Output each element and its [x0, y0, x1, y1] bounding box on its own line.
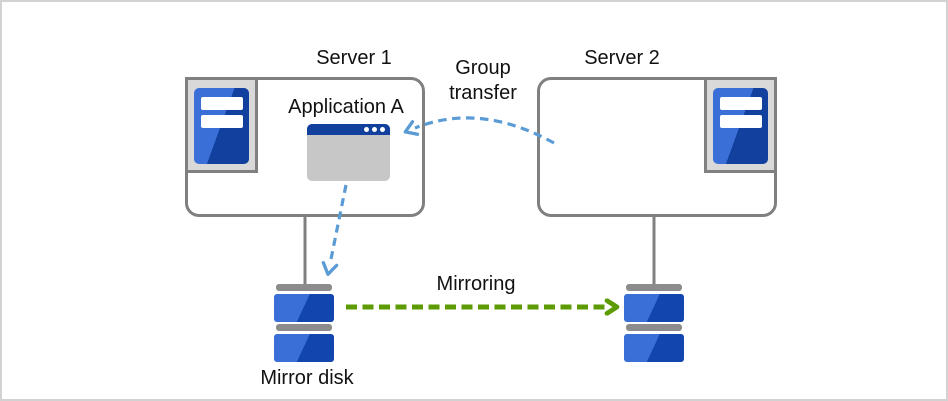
server-drive-slot	[720, 97, 762, 110]
disk-cap	[626, 284, 682, 291]
window-dot	[380, 127, 385, 132]
application-label: Application A	[288, 96, 404, 118]
disk-cap	[276, 324, 332, 331]
disk-platter	[274, 294, 334, 322]
server-tower	[194, 88, 249, 164]
mirroring-label: Mirroring	[436, 273, 516, 295]
window-dot	[364, 127, 369, 132]
mirror-disk-icon-server1	[274, 284, 334, 362]
app-window-titlebar	[307, 124, 390, 135]
server-drive-slot	[201, 115, 243, 128]
mirror-disk-icon-server2	[624, 284, 684, 362]
server2-label: Server 2	[584, 47, 660, 69]
server-drive-slot	[720, 115, 762, 128]
disk-cap	[626, 324, 682, 331]
group-transfer-arrow	[403, 116, 555, 145]
app-window-buttons	[364, 127, 385, 132]
disk-platter	[274, 334, 334, 362]
mirror-disk-label: Mirror disk	[260, 367, 354, 389]
app-window-icon	[307, 124, 390, 181]
server-tower	[713, 88, 768, 164]
disk-cap	[276, 284, 332, 291]
disk-platter	[624, 294, 684, 322]
group-transfer-label: Group transfer	[449, 57, 517, 104]
server1-label: Server 1	[316, 47, 392, 69]
window-dot	[372, 127, 377, 132]
server-drive-slot	[201, 97, 243, 110]
tower-server-icon	[185, 77, 258, 173]
disk-platter	[624, 334, 684, 362]
tower-server-icon	[704, 77, 777, 173]
